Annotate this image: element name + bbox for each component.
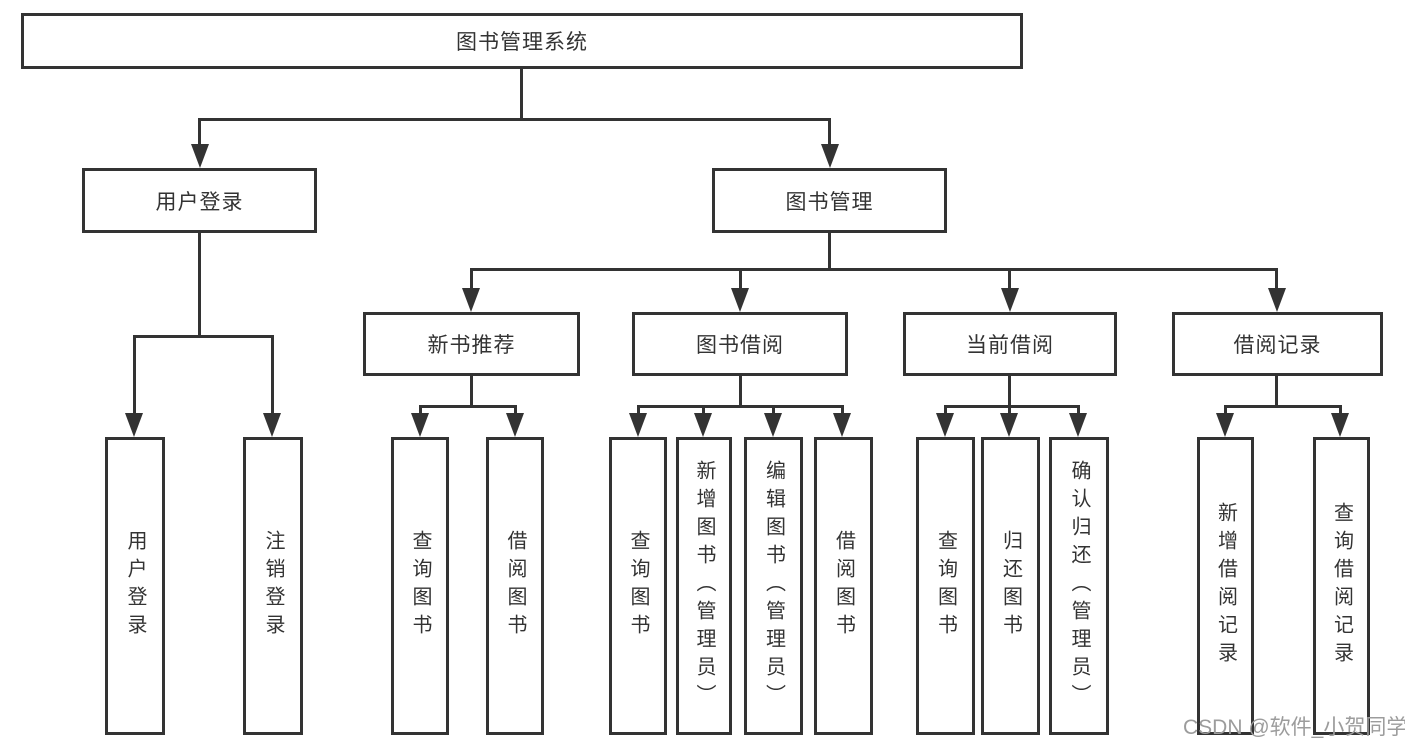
connector-line <box>1077 405 1080 417</box>
arrow-down-icon <box>411 413 429 437</box>
connector-line <box>514 405 517 417</box>
leaf-query-books-current: 查询图书 <box>916 437 975 735</box>
leaf-add-book-admin: 新增图书（管理员） <box>676 437 732 735</box>
connector-line <box>1008 405 1011 417</box>
connector-line <box>944 405 1079 408</box>
arrow-down-icon <box>1000 413 1018 437</box>
node-current-borrowing: 当前借阅 <box>903 312 1117 376</box>
leaf-query-books-borrow: 查询图书 <box>609 437 667 735</box>
node-book-borrowing: 图书借阅 <box>632 312 848 376</box>
node-label: 图书借阅 <box>696 334 784 357</box>
connector-line <box>841 405 844 417</box>
arrow-down-icon <box>833 413 851 437</box>
leaf-query-borrow-record: 查询借阅记录 <box>1313 437 1370 735</box>
node-library-management-system: 图书管理系统 <box>21 13 1023 69</box>
leaf-label: 新增图书（管理员） <box>693 460 715 712</box>
node-label: 借阅记录 <box>1233 334 1322 357</box>
csdn-watermark: CSDN @软件_小贺同学 <box>1183 716 1405 739</box>
leaf-label: 借阅图书 <box>504 530 526 642</box>
leaf-label: 注销登录 <box>262 530 284 642</box>
node-user-login: 用户登录 <box>82 168 317 233</box>
connector-line <box>198 233 201 338</box>
connector-line <box>470 376 473 405</box>
arrow-down-icon <box>936 413 954 437</box>
arrow-down-icon <box>1331 413 1349 437</box>
leaf-label: 新增借阅记录 <box>1214 502 1237 670</box>
connector-line <box>1339 405 1342 417</box>
connector-line <box>772 405 775 417</box>
connector-line <box>637 405 844 408</box>
connector-line <box>739 268 742 292</box>
leaf-label: 确认归还（管理员） <box>1068 460 1090 712</box>
leaf-user-login: 用户登录 <box>105 437 165 735</box>
leaf-query-books-recommend: 查询图书 <box>391 437 449 735</box>
node-label: 用户登录 <box>155 190 244 214</box>
node-label: 新书推荐 <box>427 334 516 357</box>
connector-line <box>739 376 742 405</box>
leaf-label: 借阅图书 <box>832 530 855 642</box>
connector-line <box>199 118 831 121</box>
arrow-down-icon <box>694 413 712 437</box>
connector-line <box>470 268 1278 271</box>
arrow-down-icon <box>731 288 749 312</box>
node-borrowing-records: 借阅记录 <box>1172 312 1383 376</box>
arrow-down-icon <box>1069 413 1087 437</box>
leaf-label: 查询借阅记录 <box>1330 502 1353 670</box>
leaf-label: 归还图书 <box>999 530 1022 642</box>
connector-line <box>828 118 831 148</box>
arrow-down-icon <box>764 413 782 437</box>
arrow-down-icon <box>1216 413 1234 437</box>
connector-line <box>1008 376 1011 405</box>
connector-line <box>1275 376 1278 405</box>
leaf-label: 查询图书 <box>409 530 431 642</box>
leaf-borrow-books-recommend: 借阅图书 <box>486 437 544 735</box>
arrow-down-icon <box>191 144 209 168</box>
connector-line <box>419 405 422 417</box>
node-label: 图书管理系统 <box>456 31 588 54</box>
connector-line <box>419 405 517 408</box>
leaf-borrow-books: 借阅图书 <box>814 437 873 735</box>
leaf-edit-book-admin: 编辑图书（管理员） <box>744 437 803 735</box>
node-label: 图书管理 <box>785 190 874 214</box>
arrow-down-icon <box>629 413 647 437</box>
leaf-logout: 注销登录 <box>243 437 303 735</box>
connector-line <box>198 118 201 148</box>
leaf-label: 查询图书 <box>934 530 957 642</box>
arrow-down-icon <box>125 413 143 437</box>
connector-line <box>637 405 640 417</box>
arrow-down-icon <box>263 413 281 437</box>
connector-line <box>133 335 136 417</box>
node-book-management: 图书管理 <box>712 168 947 233</box>
connector-line <box>1224 405 1227 417</box>
node-label: 当前借阅 <box>966 334 1054 357</box>
connector-line <box>1224 405 1341 408</box>
connector-line <box>1008 268 1011 292</box>
leaf-label: 查询图书 <box>627 530 649 642</box>
connector-line <box>271 335 274 417</box>
connector-line <box>944 405 947 417</box>
connector-line <box>520 69 523 118</box>
leaf-confirm-return-admin: 确认归还（管理员） <box>1049 437 1109 735</box>
leaf-add-borrow-record: 新增借阅记录 <box>1197 437 1254 735</box>
connector-line <box>828 233 831 271</box>
connector-line <box>702 405 705 417</box>
leaf-label: 编辑图书（管理员） <box>762 460 785 712</box>
arrow-down-icon <box>1001 288 1019 312</box>
arrow-down-icon <box>821 144 839 168</box>
leaf-label: 用户登录 <box>124 530 146 642</box>
arrow-down-icon <box>1268 288 1286 312</box>
connector-line <box>470 268 473 292</box>
arrow-down-icon <box>506 413 524 437</box>
connector-line <box>133 335 274 338</box>
node-new-book-recommend: 新书推荐 <box>363 312 580 376</box>
leaf-return-book: 归还图书 <box>981 437 1040 735</box>
connector-line <box>1275 268 1278 292</box>
arrow-down-icon <box>462 288 480 312</box>
